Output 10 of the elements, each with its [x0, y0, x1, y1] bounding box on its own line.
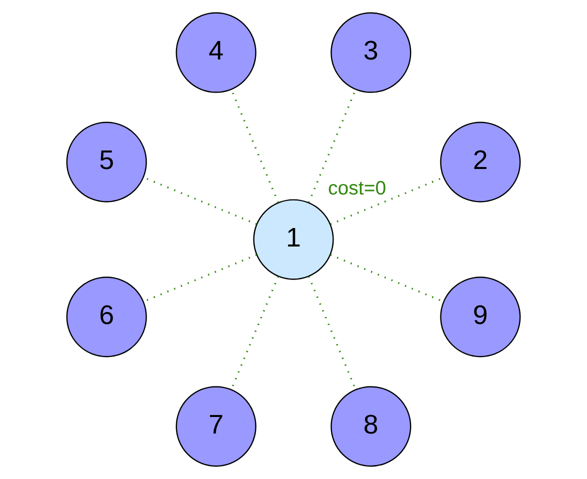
node-circle: 7 [176, 386, 256, 467]
node-circle: 4 [176, 12, 256, 93]
node-circle: 6 [66, 276, 147, 358]
node-circle: 1 [253, 199, 334, 280]
node-circle: 9 [440, 276, 521, 358]
edge-label: cost=0 [328, 177, 386, 200]
node-circle: 3 [330, 12, 412, 93]
node-circle: 2 [440, 122, 521, 202]
node-circle: 8 [330, 386, 412, 467]
node-circle: 5 [66, 122, 147, 202]
